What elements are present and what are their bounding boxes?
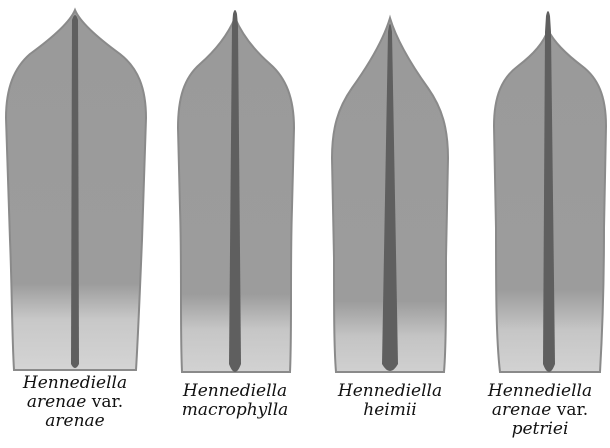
caption-line: Hennediella bbox=[165, 382, 305, 401]
caption-line: petriei bbox=[470, 420, 610, 439]
leaf-illustration-heimii bbox=[320, 8, 460, 378]
caption-line: Hennediella bbox=[5, 374, 145, 393]
leaf-costa bbox=[71, 15, 79, 368]
caption-line: Hennediella bbox=[470, 382, 610, 401]
caption-line: arenae var. bbox=[5, 393, 145, 412]
leaf-illustration-macrophylla bbox=[160, 8, 310, 378]
caption-line: heimii bbox=[320, 401, 460, 420]
caption-line: arenae bbox=[5, 412, 145, 431]
leaf-illustration-arenae-arenae bbox=[0, 8, 150, 378]
leaf-illustration-arenae-petriei bbox=[470, 8, 610, 378]
caption-line: Hennediella bbox=[320, 382, 460, 401]
caption-line: arenae var. bbox=[470, 401, 610, 420]
caption-heimii: Hennediella heimii bbox=[320, 382, 460, 420]
caption-arenae-petriei: Hennediella arenae var. petriei bbox=[470, 382, 610, 439]
caption-macrophylla: Hennediella macrophylla bbox=[165, 382, 305, 420]
caption-arenae-arenae: Hennediella arenae var. arenae bbox=[5, 374, 145, 431]
caption-line: macrophylla bbox=[165, 401, 305, 420]
